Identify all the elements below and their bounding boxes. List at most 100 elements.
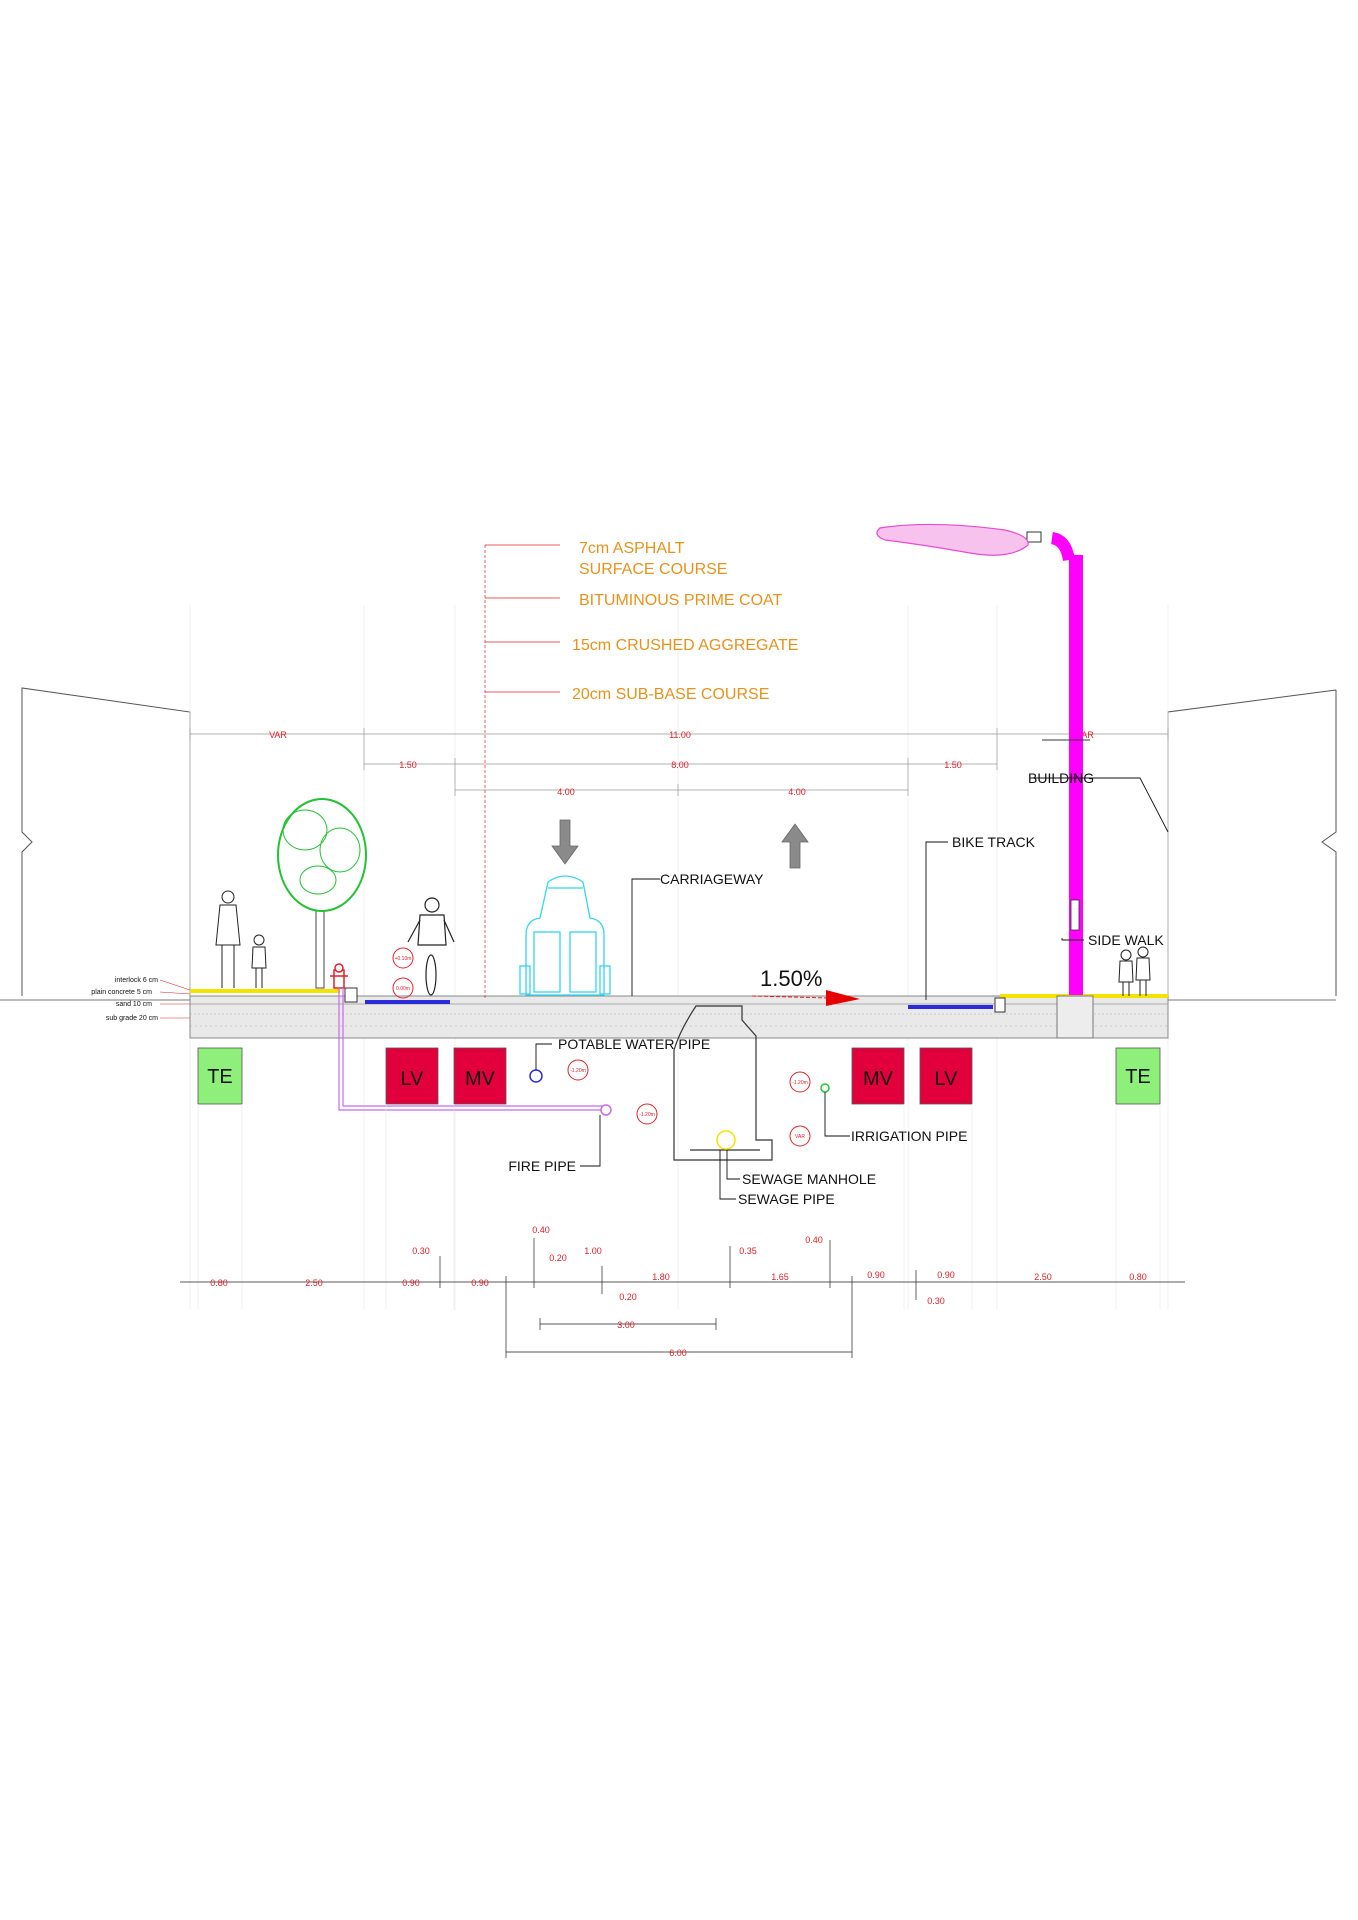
upper-dim-4: 1.00 — [584, 1246, 602, 1256]
mv-box-right — [851, 1047, 905, 1105]
upper-dim-1: 0.30 — [412, 1246, 430, 1256]
upper-dim-5: 0.20 — [619, 1292, 637, 1302]
street-lamp-icon — [876, 523, 1090, 995]
dim-lane-left: 4.00 — [557, 787, 575, 797]
te-right-text: TE — [1125, 1066, 1151, 1088]
mv-box-left — [453, 1047, 507, 1105]
car-icon — [519, 875, 611, 996]
lv-box-left — [385, 1047, 439, 1105]
layer-asphalt: 7cm ASPHALT — [579, 540, 685, 557]
bottom-dimension-lines — [180, 1238, 1185, 1358]
person-with-child-icon — [215, 890, 267, 988]
bottom-dim-6: 1.65 — [771, 1272, 789, 1282]
span-dim-2: 6.00 — [669, 1348, 687, 1358]
layer-crushed-aggregate: 15cm CRUSHED AGGREGATE — [572, 637, 798, 654]
mv-left-text: MV — [465, 1068, 496, 1090]
te-box-left — [197, 1047, 243, 1105]
level-tag-4: -1.20m — [639, 1112, 655, 1118]
dim-bike-left: 1.50 — [399, 760, 417, 770]
potable-water-pipe-icon — [529, 1069, 543, 1083]
upper-dim-3: 0.20 — [549, 1253, 567, 1263]
bottom-dim-7: 0.90 — [867, 1270, 885, 1280]
tree-icon — [277, 798, 367, 989]
bottom-dim-9: 2.50 — [1034, 1272, 1052, 1282]
bottom-dim-2: 2.50 — [305, 1278, 323, 1288]
fire-pipe-line — [338, 988, 604, 1111]
level-tag-markers — [392, 947, 811, 1147]
dim-carriageway: 8.00 — [671, 760, 689, 770]
upper-dim-7: 0.40 — [805, 1235, 823, 1245]
bottom-dim-1: 0.80 — [210, 1278, 228, 1288]
fire-pipe-icon — [600, 1104, 612, 1116]
potable-water-pipe-label: POTABLE WATER PIPE — [558, 1036, 710, 1052]
side-walk-label: SIDE WALK — [1088, 932, 1164, 948]
level-tag-2: 0.00m — [396, 986, 410, 992]
mv-right-text: MV — [863, 1068, 894, 1090]
sewage-manhole-label: SEWAGE MANHOLE — [742, 1171, 876, 1187]
pavement-structure — [189, 987, 1169, 1039]
lv-right-text: LV — [935, 1068, 959, 1090]
dim-var-right: VAR — [1076, 730, 1094, 740]
level-tag-6: VAR — [795, 1134, 805, 1140]
bottom-dim-5: 1.80 — [652, 1272, 670, 1282]
bike-lane-right — [908, 1005, 993, 1009]
utility-boxes — [197, 1047, 1161, 1105]
layer-sub-base: 20cm SUB-BASE COURSE — [572, 686, 769, 703]
pedestrians-icon — [1118, 946, 1151, 996]
upper-dim-8: 0.30 — [927, 1296, 945, 1306]
level-tag-1: +0.10m — [395, 956, 412, 962]
dim-var-left: VAR — [269, 730, 287, 740]
level-tag-3: -1.20m — [570, 1068, 586, 1074]
sidewalk-layer-leaders — [159, 979, 191, 1019]
building-label: BUILDING — [1028, 770, 1094, 786]
dim-lane-right: 4.00 — [788, 787, 806, 797]
sewage-pipe-label: SEWAGE PIPE — [738, 1191, 835, 1207]
sidewalk-layer-4: sub grade 20 cm — [106, 1015, 158, 1022]
top-dimension-lines — [189, 728, 1169, 796]
building-right — [1167, 689, 1337, 996]
bottom-dim-3: 0.90 — [402, 1278, 420, 1288]
dim-total-width: 11.00 — [669, 730, 691, 740]
bottom-dim-10: 0.80 — [1129, 1272, 1147, 1282]
cyclist-icon — [407, 897, 455, 996]
dim-bike-right: 1.50 — [944, 760, 962, 770]
te-left-text: TE — [207, 1066, 233, 1088]
upper-dim-2: 0.40 — [532, 1225, 550, 1235]
fire-pipe-label: FIRE PIPE — [508, 1158, 576, 1174]
curb-left — [344, 987, 358, 1003]
bottom-dim-8: 0.90 — [937, 1270, 955, 1280]
fire-hydrant-icon — [330, 963, 348, 989]
sewage-pipe-icon — [716, 1130, 736, 1150]
sidewalk-left-surface — [190, 989, 340, 993]
box-drop-lines — [197, 1104, 1161, 1310]
down-arrow-icon — [551, 819, 579, 865]
upper-dim-6: 0.35 — [739, 1246, 757, 1256]
layer-surface-course: SURFACE COURSE — [579, 561, 727, 578]
bottom-dim-4: 0.90 — [471, 1278, 489, 1288]
span-dim-1: 3.00 — [617, 1320, 635, 1330]
bike-lane-left — [365, 1000, 450, 1004]
slope-arrow-icon — [751, 990, 860, 1006]
lv-box-right — [919, 1047, 973, 1105]
building-left — [21, 687, 191, 996]
lv-left-text: LV — [401, 1068, 425, 1090]
lamp-foundation — [1056, 995, 1094, 1039]
irrigation-pipe-label: IRRIGATION PIPE — [851, 1128, 967, 1144]
level-tag-5: -1.20m — [792, 1080, 808, 1086]
te-box-right — [1115, 1047, 1161, 1105]
label-leaders — [535, 777, 1169, 1200]
layer-prime-coat: BITUMINOUS PRIME COAT — [579, 592, 782, 609]
curb-right — [994, 997, 1006, 1013]
layer-callout-lines — [484, 544, 560, 1000]
sidewalk-layer-2: plain concrete 5 cm — [91, 989, 152, 996]
up-arrow-icon — [781, 823, 809, 869]
slope-label: 1.50% — [760, 966, 822, 991]
carriageway-label: CARRIAGEWAY — [660, 871, 764, 887]
sidewalk-layer-3: sand 10 cm — [116, 1001, 152, 1008]
guide-lines — [189, 605, 1169, 1310]
sidewalk-layer-1: interlock 6 cm — [115, 977, 158, 984]
irrigation-pipe-icon — [820, 1083, 830, 1093]
bike-track-label: BIKE TRACK — [952, 834, 1036, 850]
